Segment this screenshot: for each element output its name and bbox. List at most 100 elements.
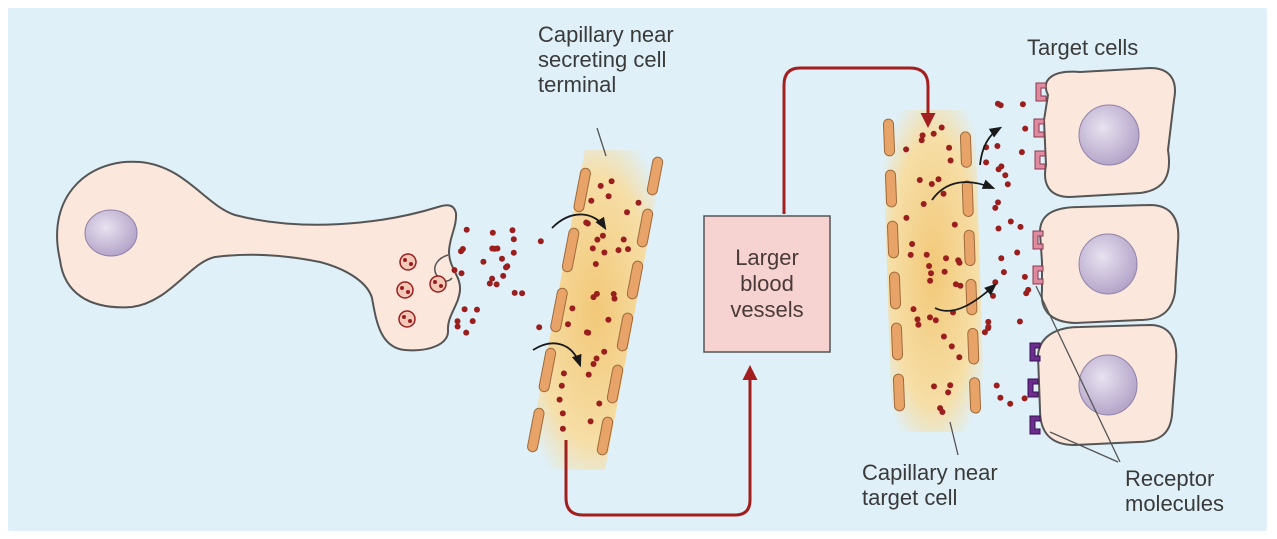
- hormone-dot: [590, 245, 596, 251]
- hormone-dot: [455, 318, 461, 324]
- hormone-dot: [625, 246, 631, 252]
- hormone-dot: [504, 263, 510, 269]
- hormone-dot: [609, 178, 615, 184]
- hormone-dot: [998, 255, 1004, 261]
- capillary-wall-segment: [966, 279, 977, 315]
- hormone-dot: [927, 278, 933, 284]
- target-cell-2-nucleus: [1079, 234, 1137, 294]
- capillary-wall-segment: [885, 170, 896, 207]
- hormone-dot: [903, 146, 909, 152]
- label-larger-blood-vessels: Larger blood vessels: [704, 216, 830, 352]
- hormone-dot: [636, 200, 642, 206]
- hormone-dot: [538, 238, 544, 244]
- hormone-dot: [583, 220, 589, 226]
- hormone-dot: [926, 263, 932, 269]
- hormone-dot: [470, 318, 476, 324]
- hormone-dot: [463, 330, 469, 336]
- hormone-dot: [560, 410, 566, 416]
- hormone-dot: [519, 290, 525, 296]
- hormone-dot: [492, 246, 498, 252]
- hormone-dot: [585, 330, 591, 336]
- hormone-dot: [952, 222, 958, 228]
- hormone-dot: [569, 305, 575, 311]
- hormone-dot: [510, 227, 516, 233]
- hormone-dot: [929, 181, 935, 187]
- hormone-dot: [624, 209, 630, 215]
- hormone-dot: [462, 306, 468, 312]
- hormone-dot: [911, 306, 917, 312]
- label-target-cells: Target cells: [1027, 35, 1138, 60]
- hormone-dot: [941, 334, 947, 340]
- hormone-dot: [1008, 219, 1014, 225]
- hormone-dot: [996, 226, 1002, 232]
- hormone-dot: [511, 250, 517, 256]
- hormone-dot: [915, 322, 921, 328]
- label-receptor-molecules: Receptor molecules: [1125, 466, 1224, 516]
- hormone-dot: [487, 281, 493, 287]
- hormone-dot: [594, 237, 600, 243]
- label-capillary-secreting: Capillary near secreting cell terminal: [538, 22, 674, 97]
- hormone-dot: [908, 252, 914, 258]
- hormone-dot: [947, 382, 953, 388]
- hormone-dot: [1005, 181, 1011, 187]
- hormone-dot: [606, 193, 612, 199]
- capillary-wall-segment: [964, 230, 975, 266]
- hormone-dot: [939, 125, 945, 131]
- hormone-dot: [997, 395, 1003, 401]
- hormone-dot: [1022, 126, 1028, 132]
- hormone-dot: [536, 324, 542, 330]
- hormone-dot: [464, 227, 470, 233]
- hormone-dot: [917, 177, 923, 183]
- hormone-dot: [594, 356, 600, 362]
- capillary-wall-segment: [969, 378, 980, 414]
- hormone-dot: [903, 215, 909, 221]
- hormone-dot: [1022, 395, 1028, 401]
- hormone-dot: [586, 372, 592, 378]
- hormone-dot: [957, 283, 963, 289]
- hormone-dot: [455, 324, 461, 330]
- hormone-dot: [1007, 401, 1013, 407]
- capillary-wall-segment: [893, 374, 904, 411]
- hormone-dot: [949, 343, 955, 349]
- hormone-dot: [1022, 274, 1028, 280]
- hormone-dot: [591, 361, 597, 367]
- hormone-dot: [588, 418, 594, 424]
- hormone-dot: [460, 246, 466, 252]
- hormone-dot: [480, 259, 486, 265]
- hormone-dot: [557, 397, 563, 403]
- hormone-dot: [941, 191, 947, 197]
- capillary-wall-segment: [968, 328, 979, 364]
- capillary-wall-segment: [962, 181, 973, 217]
- hormone-dot: [1018, 224, 1024, 230]
- hormone-dot: [512, 290, 518, 296]
- capillary-wall-segment: [960, 132, 971, 168]
- hormone-dot: [1017, 319, 1023, 325]
- hormone-dot: [565, 321, 571, 327]
- target-cell-1-nucleus: [1079, 105, 1139, 165]
- hormone-dot: [511, 236, 517, 242]
- hormone-dot: [459, 270, 465, 276]
- hormone-dot: [1020, 101, 1026, 107]
- hormone-dot: [598, 183, 604, 189]
- hormone-dot: [490, 230, 496, 236]
- hormone-dot: [1019, 149, 1025, 155]
- hormone-dot: [560, 426, 566, 432]
- hormone-dot: [942, 269, 948, 275]
- hormone-dot: [936, 176, 942, 182]
- hormone-dot: [559, 383, 565, 389]
- hormone-dot: [1025, 287, 1031, 293]
- hormone-dot: [915, 316, 921, 322]
- hormone-dot: [948, 158, 954, 164]
- capillary-wall-segment: [889, 272, 900, 309]
- hormone-dot: [601, 250, 607, 256]
- hormone-dot: [601, 349, 607, 355]
- hormone-dot: [494, 281, 500, 287]
- hormone-dot: [933, 317, 939, 323]
- hormone-dot: [995, 199, 1001, 205]
- hormone-dot: [612, 296, 618, 302]
- hormone-dot: [588, 198, 594, 204]
- hormone-dot: [596, 401, 602, 407]
- hormone-dot: [605, 317, 611, 323]
- hormone-dot: [561, 370, 567, 376]
- hormone-dot: [1001, 269, 1007, 275]
